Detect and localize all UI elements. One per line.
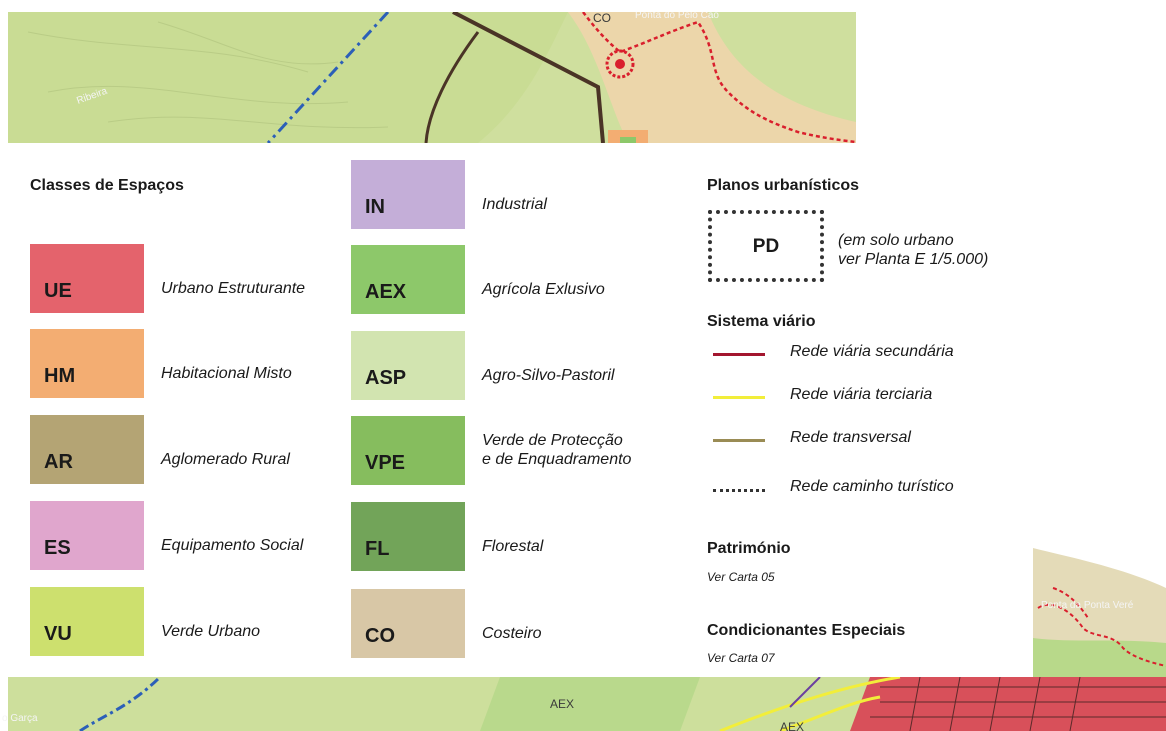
- map-label-bottom-code-1: AEX: [550, 697, 574, 711]
- swatch-hm: HM: [30, 329, 144, 398]
- special-note: Ver Carta 07: [707, 651, 775, 665]
- class-code: VU: [44, 623, 72, 645]
- map-label-bottom-left-place: o Garça: [2, 713, 38, 724]
- class-code: IN: [365, 196, 385, 218]
- road-line-tertiary: [713, 396, 765, 399]
- class-code: CO: [365, 625, 395, 647]
- class-code: AEX: [365, 281, 407, 303]
- class-code: ASP: [365, 367, 407, 389]
- pd-code: PD: [752, 236, 780, 257]
- map-bottom[interactable]: o Garça AEX AEX: [0, 677, 1166, 731]
- special-heading: Condicionantes Especiais: [707, 622, 906, 639]
- map-right[interactable]: Ponta da Ponta Veré: [1033, 548, 1166, 677]
- map-legend: Classes de Espaços UE Urbano Estruturant…: [8, 143, 1033, 677]
- heritage-heading: Património: [707, 540, 791, 557]
- class-name-ue: Urbano Estruturante: [161, 280, 306, 297]
- class-name-aex: Agrícola Exlusivo: [482, 281, 605, 298]
- class-name-ar: Aglomerado Rural: [161, 451, 290, 468]
- swatch-vpe: VPE: [351, 416, 465, 485]
- road-name-secondary: Rede viária secundária: [790, 343, 954, 360]
- map-label-right-place: Ponta da Ponta Veré: [1041, 600, 1134, 611]
- roads-heading: Sistema viário: [707, 313, 816, 330]
- road-line-secondary: [713, 353, 765, 356]
- road-name-tertiary: Rede viária terciaria: [790, 386, 933, 403]
- classes-heading: Classes de Espaços: [30, 177, 184, 194]
- map-label-top-code: CO: [593, 12, 611, 25]
- class-name-es: Equipamento Social: [161, 537, 304, 554]
- swatch-fl: FL: [351, 502, 465, 571]
- class-code: UE: [44, 280, 72, 302]
- class-name-vpe-line1: Verde de Protecção: [482, 432, 623, 449]
- class-name-hm: Habitacional Misto: [161, 365, 292, 382]
- class-code: ES: [44, 537, 71, 559]
- road-name-transversal: Rede transversal: [790, 429, 911, 446]
- class-name-fl: Florestal: [482, 538, 544, 555]
- pd-note-line1: (em solo urbano: [838, 232, 954, 249]
- plans-heading: Planos urbanísticos: [707, 177, 860, 194]
- road-name-tourist-path: Rede caminho turístico: [790, 478, 954, 495]
- class-code: VPE: [365, 452, 406, 474]
- class-name-co: Costeiro: [482, 625, 542, 642]
- swatch-in: IN: [351, 160, 465, 229]
- map-label-bottom-code-2: AEX: [780, 720, 804, 731]
- pd-note-line2: ver Planta E 1/5.000): [838, 251, 989, 268]
- class-name-in: Industrial: [482, 196, 547, 213]
- swatch-asp: ASP: [351, 331, 465, 400]
- class-name-vpe-line2: e de Enquadramento: [482, 451, 632, 468]
- swatch-ue: UE: [30, 244, 144, 313]
- class-code: HM: [44, 365, 76, 387]
- map-top[interactable]: Ponta do Pêlo Cão CO Ribeira: [8, 12, 856, 143]
- swatch-aex: AEX: [351, 245, 465, 314]
- class-code: FL: [365, 538, 390, 560]
- swatch-vu: VU: [30, 587, 144, 656]
- swatch-ar: AR: [30, 415, 144, 484]
- class-name-asp: Agro-Silvo-Pastoril: [482, 367, 615, 384]
- swatch-es: ES: [30, 501, 144, 570]
- road-line-tourist-path: [713, 489, 765, 492]
- swatch-co: CO: [351, 589, 465, 658]
- class-name-vu: Verde Urbano: [161, 623, 261, 640]
- class-code: AR: [44, 451, 73, 473]
- road-line-transversal: [713, 439, 765, 442]
- heritage-note: Ver Carta 05: [707, 570, 775, 584]
- pd-symbol: PD: [708, 210, 824, 282]
- map-label-top-place: Ponta do Pêlo Cão: [635, 12, 719, 21]
